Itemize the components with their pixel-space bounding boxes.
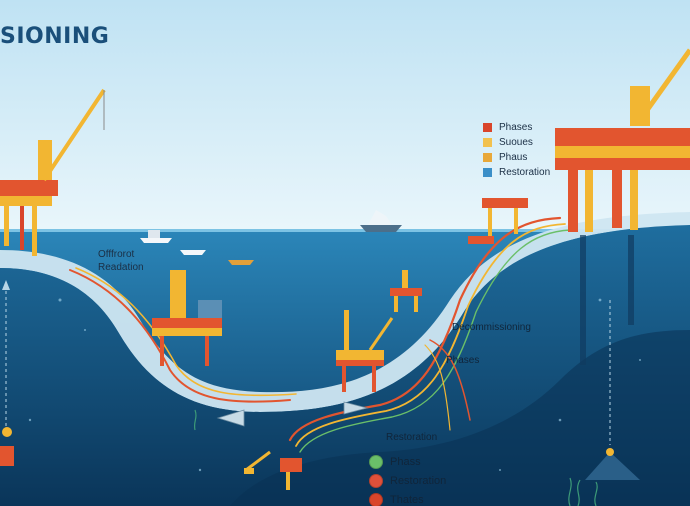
decommissioning-label: Decommissioning — [452, 322, 531, 333]
legend-top-item: Restoration — [483, 165, 550, 180]
legend-bottom: Phass Restoration Thates — [369, 452, 446, 506]
jacket-platform-left — [152, 270, 222, 366]
legend-top-label: Restoration — [499, 167, 551, 178]
legend-bottom-label: Thates — [390, 493, 424, 506]
slope-rig — [390, 270, 422, 312]
legend-bottom-item: Thates — [369, 490, 446, 506]
flow-arrows — [216, 401, 369, 427]
small-platform-right — [468, 198, 528, 244]
trench-lower — [230, 330, 690, 506]
left-mooring — [0, 280, 14, 466]
legend-top-item: Phaus — [483, 150, 550, 165]
legend-dot — [369, 454, 383, 469]
restoration-label: Restoration — [386, 432, 438, 443]
legend-top-label: Suoues — [499, 137, 533, 148]
sea-surface-line — [0, 229, 690, 232]
legend-dot — [369, 492, 383, 506]
legend-bottom-item: Restoration — [369, 471, 446, 490]
legend-bottom-label: Phass — [390, 455, 421, 468]
legend-swatch — [483, 138, 492, 147]
legend-top-item: Phases — [483, 120, 550, 135]
seaweed — [193, 409, 598, 506]
legend-swatch — [483, 153, 492, 162]
pipelines — [69, 216, 571, 453]
legend-bottom-label: Restoration — [390, 474, 447, 487]
seabed-slope — [0, 212, 690, 412]
offshore-label-line1: Offfrorot — [98, 249, 135, 260]
boats — [140, 210, 402, 265]
left-platform — [0, 88, 106, 256]
legend-swatch — [483, 123, 492, 132]
seabed-structure-bottom — [244, 450, 302, 490]
legend-top-item: Suoues — [483, 135, 550, 150]
jacket-platform-center — [336, 310, 394, 392]
legend-top-label: Phases — [499, 122, 533, 133]
legend-top-label: Phaus — [499, 152, 528, 163]
page-title: SIONING — [0, 24, 110, 49]
offshore-label-line2: Readation — [98, 262, 144, 273]
right-seabed-device — [585, 300, 640, 480]
right-platform — [555, 48, 690, 365]
legend-top: Phases Suoues Phaus Restoration — [483, 120, 550, 180]
legend-bottom-item: Phass — [369, 452, 446, 471]
legend-dot — [369, 473, 383, 488]
phases-label: Phases — [446, 355, 480, 366]
legend-swatch — [483, 168, 492, 177]
bubbles — [28, 298, 641, 472]
